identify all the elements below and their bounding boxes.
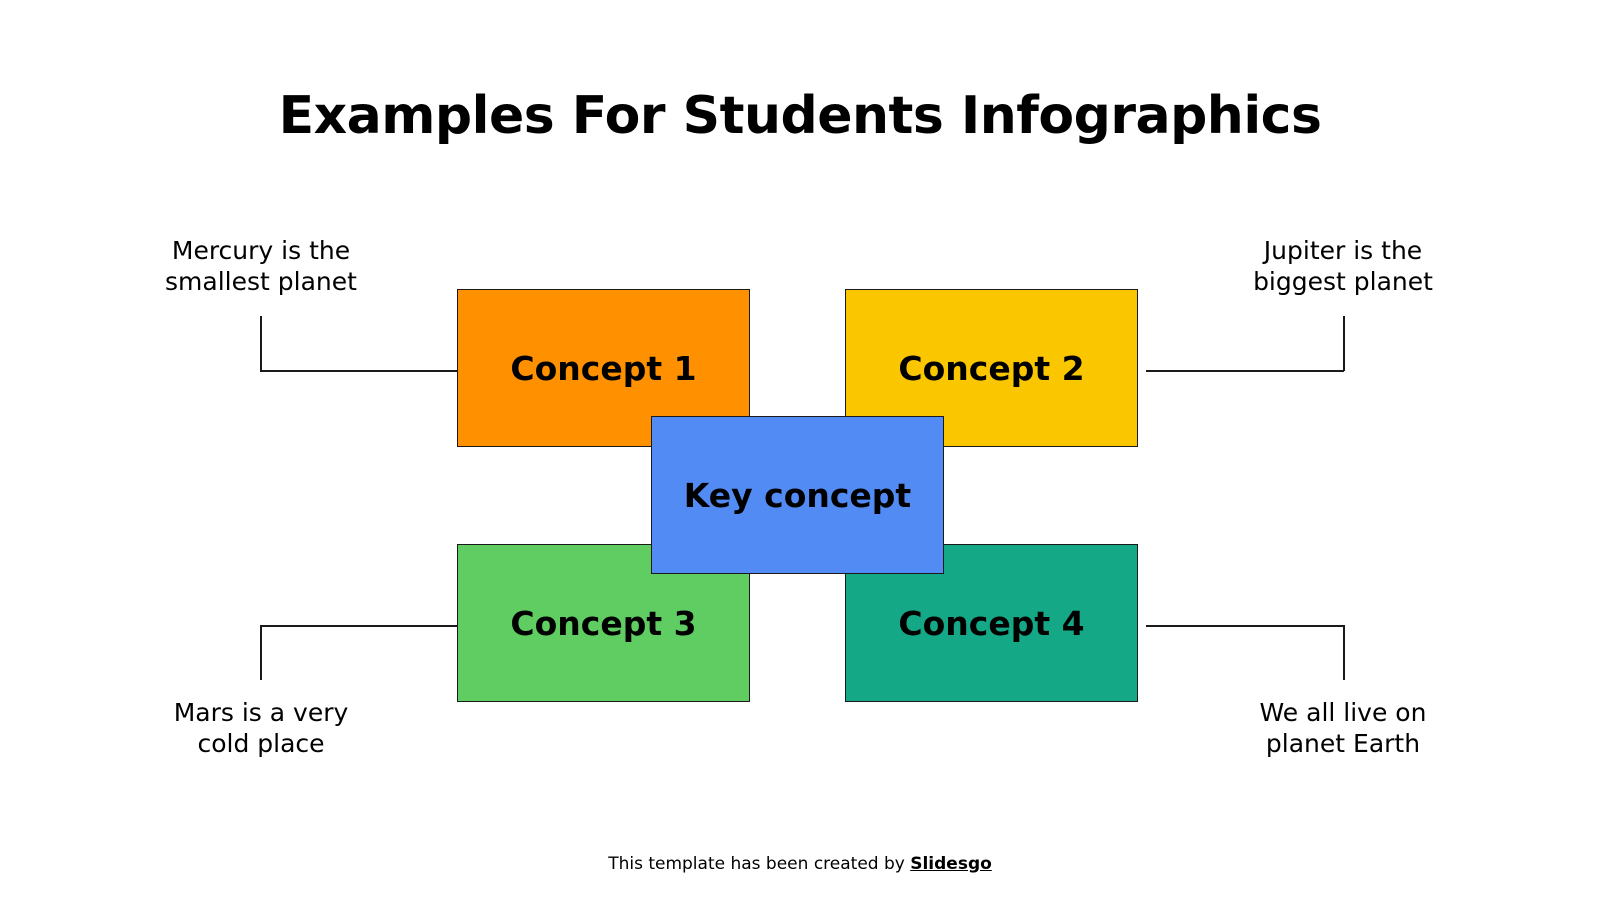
connector-c1-vertical: [260, 316, 262, 371]
slidesgo-link[interactable]: Slidesgo: [910, 854, 992, 874]
connector-c2-vertical: [1343, 316, 1345, 371]
connector-c3-vertical: [260, 625, 262, 680]
connector-c3-horizontal: [260, 625, 458, 627]
connector-c1-horizontal: [260, 370, 458, 372]
concept-4-box: Concept 4: [845, 544, 1138, 702]
key-concept-label: Key concept: [683, 475, 912, 515]
concept-3-label: Concept 3: [510, 603, 697, 643]
concept-2-box: Concept 2: [845, 289, 1138, 447]
slide-title: Examples For Students Infographics: [278, 86, 1322, 146]
concept-1-description: Mercury is the smallest planet: [165, 236, 357, 296]
connector-c4-horizontal: [1146, 625, 1344, 627]
footer-text: This template has been created by: [608, 854, 911, 874]
concept-1-box: Concept 1: [457, 289, 750, 447]
key-concept-box: Key concept: [651, 416, 944, 574]
concept-3-description: Mars is a very cold place: [173, 698, 349, 758]
concept-1-label: Concept 1: [510, 348, 697, 388]
concept-4-label: Concept 4: [898, 603, 1085, 643]
connector-c4-vertical: [1343, 625, 1345, 680]
concept-2-label: Concept 2: [898, 348, 1085, 388]
footer-credit: This template has been created by Slides…: [0, 854, 1600, 874]
connector-c2-horizontal: [1146, 370, 1344, 372]
concept-2-description: Jupiter is the biggest planet: [1253, 236, 1433, 296]
concept-4-description: We all live on planet Earth: [1259, 698, 1427, 758]
